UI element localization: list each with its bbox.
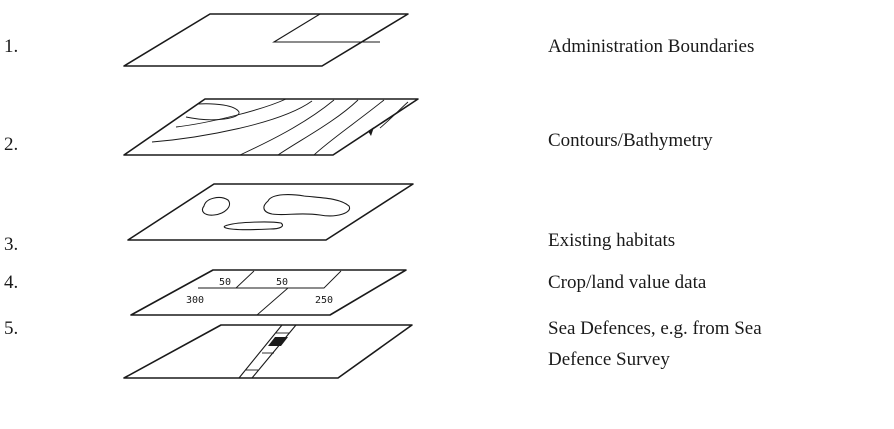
layer-5-label-line-2: Defence Survey	[548, 349, 670, 370]
layer-3-number: 3.	[4, 234, 18, 255]
layer-1-label: Administration Boundaries	[548, 36, 754, 57]
layer-5-label-line-1: Sea Defences, e.g. from Sea	[548, 318, 762, 339]
layer-3-label: Existing habitats	[548, 230, 675, 251]
value-label-50-right: 50	[276, 277, 288, 288]
layer-5-number: 5.	[4, 318, 18, 339]
layer-4-number: 4.	[4, 272, 18, 293]
existing-habitats-plane	[127, 183, 414, 241]
value-label-300: 300	[186, 295, 204, 306]
administration-boundaries-plane	[123, 13, 409, 67]
value-label-250: 250	[315, 295, 333, 306]
layer-4-label: Crop/land value data	[548, 272, 707, 293]
crop-land-value-plane: 50 50 300 250	[130, 269, 407, 316]
contours-bathymetry-plane	[123, 98, 419, 156]
sea-defences-plane	[123, 324, 413, 379]
layer-2-number: 2.	[4, 134, 18, 155]
layer-1-number: 1.	[4, 36, 18, 57]
value-label-50-left: 50	[219, 277, 231, 288]
layer-2-label: Contours/Bathymetry	[548, 130, 713, 151]
